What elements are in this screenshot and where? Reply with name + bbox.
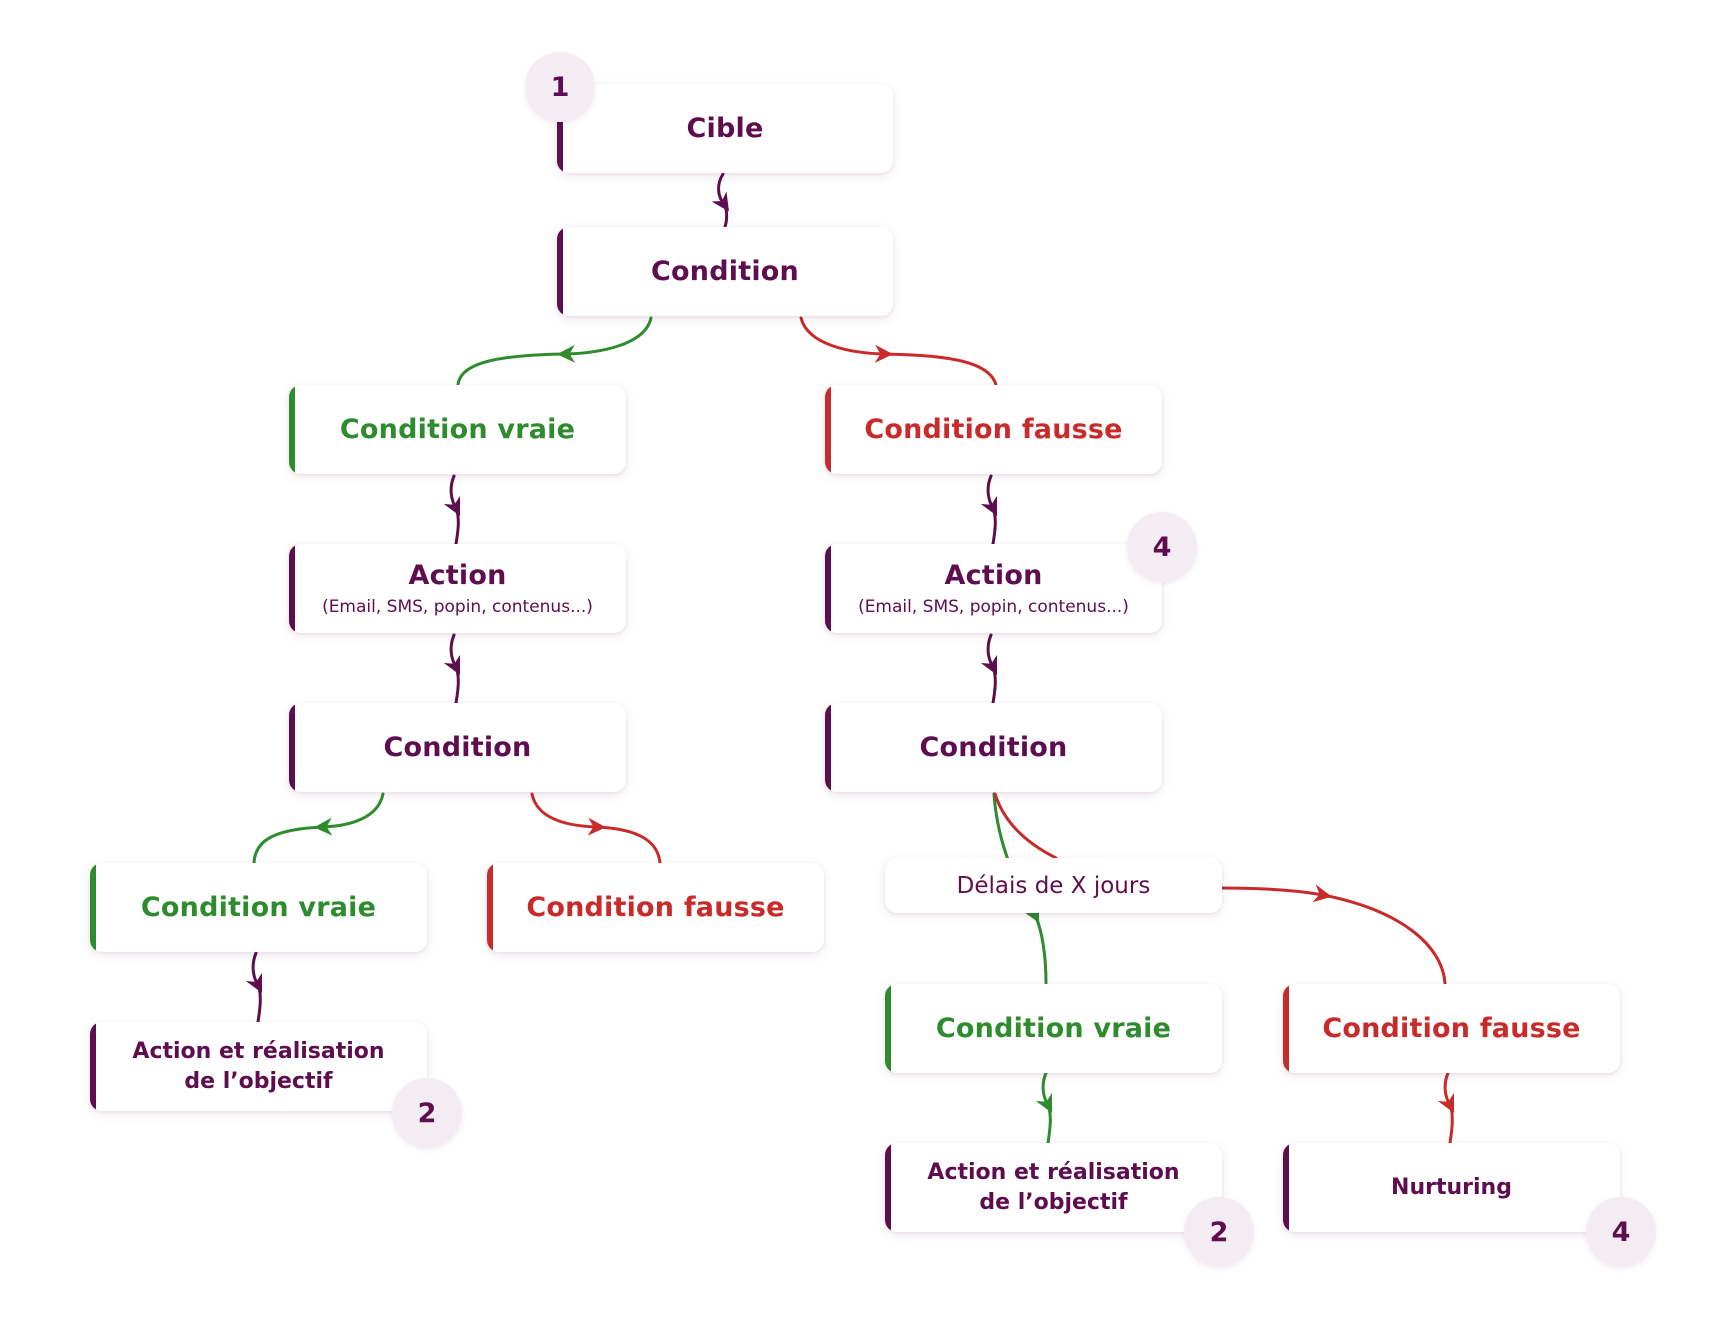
link-right-true-goal [1035, 1071, 1053, 1145]
node-condition-true[interactable]: Condition vraie [90, 863, 427, 952]
link-right-action-condition [980, 633, 998, 705]
link-false-nurturing [1437, 1071, 1455, 1145]
node-title: Condition [919, 732, 1068, 763]
link-left-true-goal [245, 951, 263, 1024]
node-condition-true[interactable]: Condition vraie [289, 385, 626, 474]
node-condition-root[interactable]: Condition [557, 227, 893, 316]
link-right-condition-delay [993, 792, 1058, 860]
link-left-condition-true [252, 792, 385, 865]
step-badge: 2 [392, 1078, 462, 1148]
node-title: Condition fausse [1322, 1013, 1581, 1044]
node-condition-true[interactable]: Condition vraie [885, 984, 1222, 1073]
node-title: Condition vraie [339, 414, 576, 445]
node-subtitle: (Email, SMS, popin, contenus...) [858, 597, 1129, 617]
node-condition-false[interactable]: Condition fausse [487, 863, 824, 952]
node-condition-false[interactable]: Condition fausse [825, 385, 1162, 474]
node-action[interactable]: Action (Email, SMS, popin, contenus...) [289, 544, 626, 633]
node-title: Condition [383, 732, 532, 763]
step-badge: 2 [1184, 1197, 1254, 1267]
node-title-line1: Action et réalisation [927, 1159, 1180, 1185]
step-badge: 4 [1127, 512, 1197, 582]
link-cible-condition [711, 172, 729, 229]
node-condition[interactable]: Condition [289, 703, 626, 792]
node-goal[interactable]: Action et réalisation de l’objectif [90, 1022, 427, 1111]
node-title-line2: de l’objectif [184, 1068, 333, 1094]
node-title: Délais de X jours [956, 872, 1151, 899]
node-title: Condition vraie [935, 1013, 1172, 1044]
node-title: Condition fausse [864, 414, 1123, 445]
node-title: Action [944, 560, 1043, 591]
link-right-false-action [980, 474, 998, 546]
node-title-line1: Action et réalisation [132, 1038, 385, 1064]
node-condition[interactable]: Condition [825, 703, 1162, 792]
node-title: Cible [686, 113, 764, 144]
step-badge: 4 [1586, 1197, 1656, 1267]
node-cible[interactable]: Cible [557, 84, 893, 173]
node-title: Action [408, 560, 507, 591]
node-action[interactable]: Action (Email, SMS, popin, contenus...) [825, 544, 1162, 633]
node-title-line2: de l’objectif [979, 1189, 1128, 1215]
link-left-condition-false [530, 792, 662, 865]
link-left-true-action [443, 474, 461, 546]
link-condition-left-true [456, 316, 653, 387]
link-left-action-condition [443, 633, 461, 705]
step-badge: 1 [525, 52, 595, 122]
link-delay-false [1220, 884, 1447, 985]
node-condition-false[interactable]: Condition fausse [1283, 984, 1620, 1073]
link-condition-right-false [799, 316, 998, 387]
node-nurturing[interactable]: Nurturing [1283, 1143, 1620, 1232]
node-subtitle: (Email, SMS, popin, contenus...) [322, 597, 593, 617]
node-title: Condition fausse [526, 892, 785, 923]
node-goal[interactable]: Action et réalisation de l’objectif [885, 1143, 1222, 1232]
node-delay[interactable]: Délais de X jours [885, 858, 1222, 913]
node-title: Condition [651, 256, 799, 287]
node-title: Nurturing [1391, 1174, 1512, 1200]
node-title: Condition vraie [140, 892, 377, 923]
